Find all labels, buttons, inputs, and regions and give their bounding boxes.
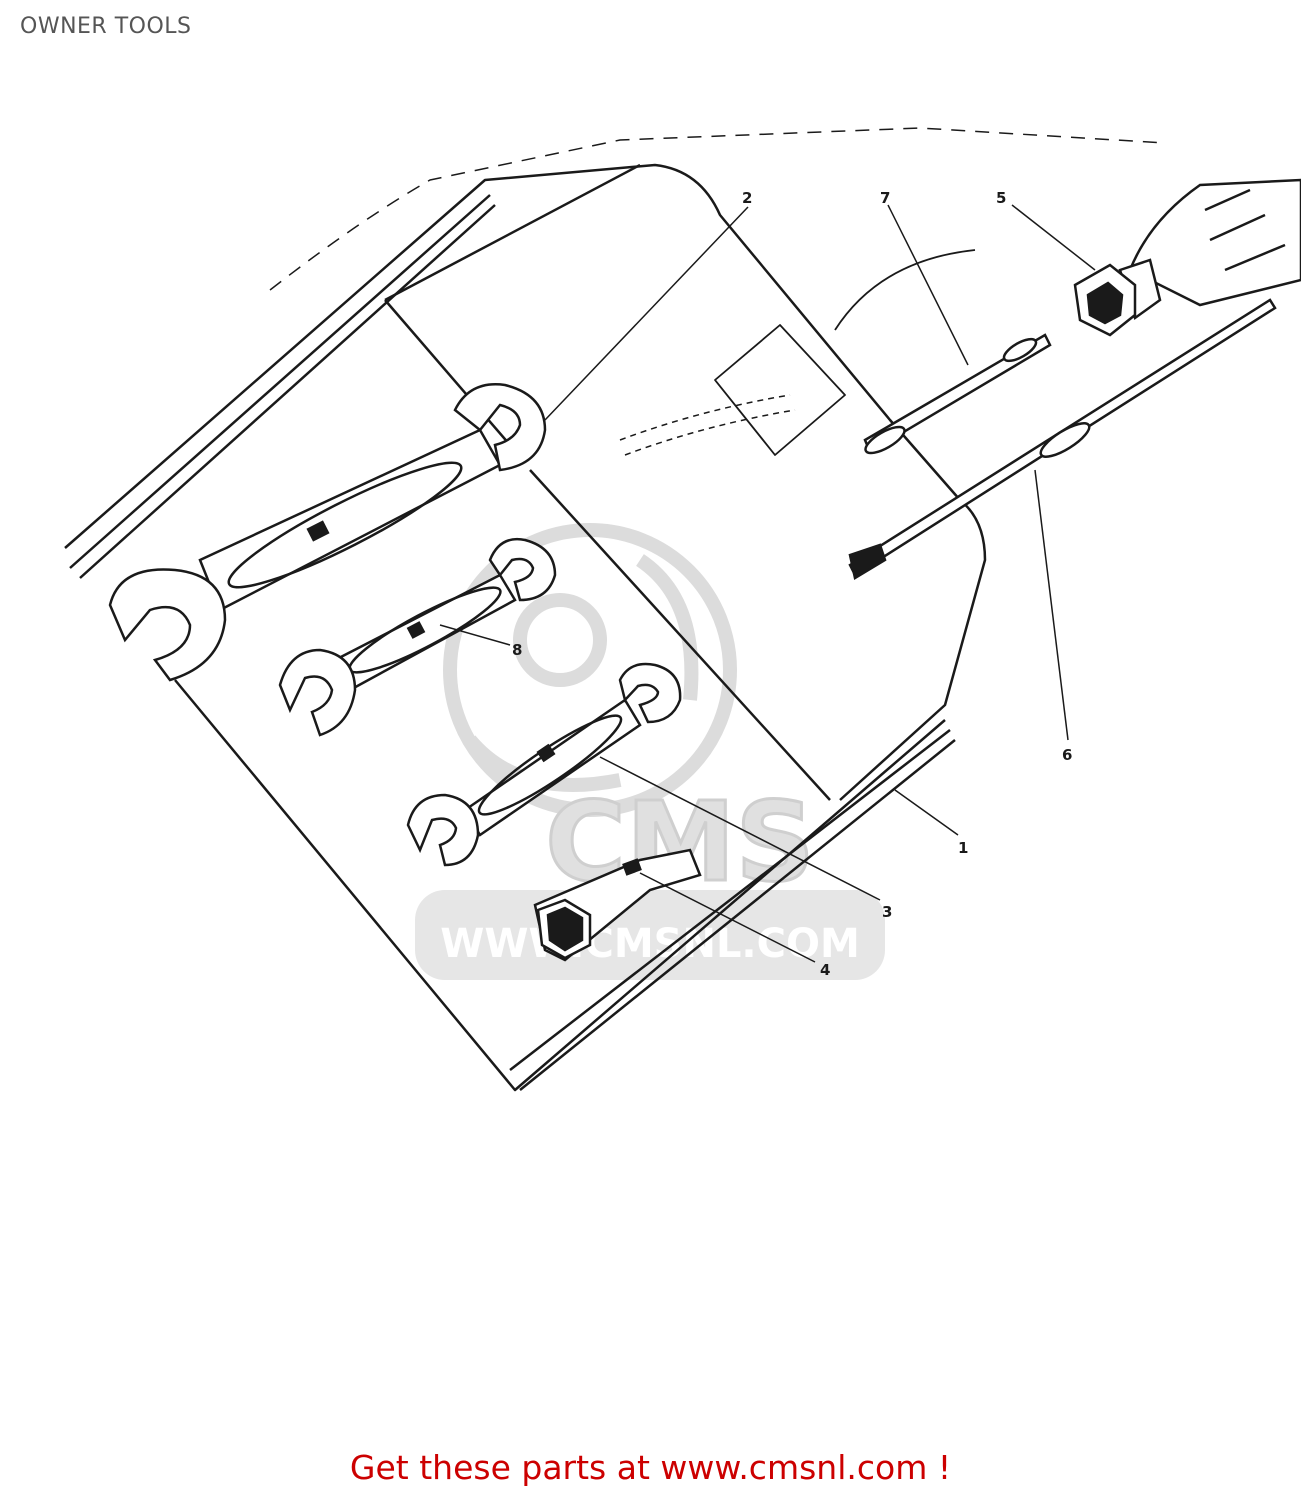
watermark-mascot-icon [443,523,737,817]
short-screwdriver [863,333,1052,455]
footer-parts-link[interactable]: Get these parts at www.cmsnl.com ! [349,1448,952,1487]
callout-6: 6 [1062,746,1072,764]
callout-1: 1 [958,839,968,857]
tool-pouch [64,127,1166,1092]
watermark-badge [415,890,885,980]
page-title: OWNER TOOLS [20,14,192,39]
callout-2: 2 [742,189,752,207]
screwdriver-handle-socket [1073,178,1301,337]
callout-3: 3 [882,903,892,921]
callout-leader-lines [439,204,1096,963]
large-double-open-wrench [108,383,547,682]
callout-7: 7 [880,189,890,207]
callout-5: 5 [996,189,1006,207]
callout-8: 8 [512,641,522,659]
small-double-open-wrench [406,662,682,867]
callout-numbers: 1 2 3 4 5 6 7 8 [512,189,1072,979]
long-screwdriver [848,298,1277,580]
spark-plug-socket-wrench [533,848,702,962]
callout-4: 4 [820,961,830,979]
medium-double-open-wrench [278,537,557,737]
watermark-url-text: WWW.CMSNL.COM [440,921,860,967]
